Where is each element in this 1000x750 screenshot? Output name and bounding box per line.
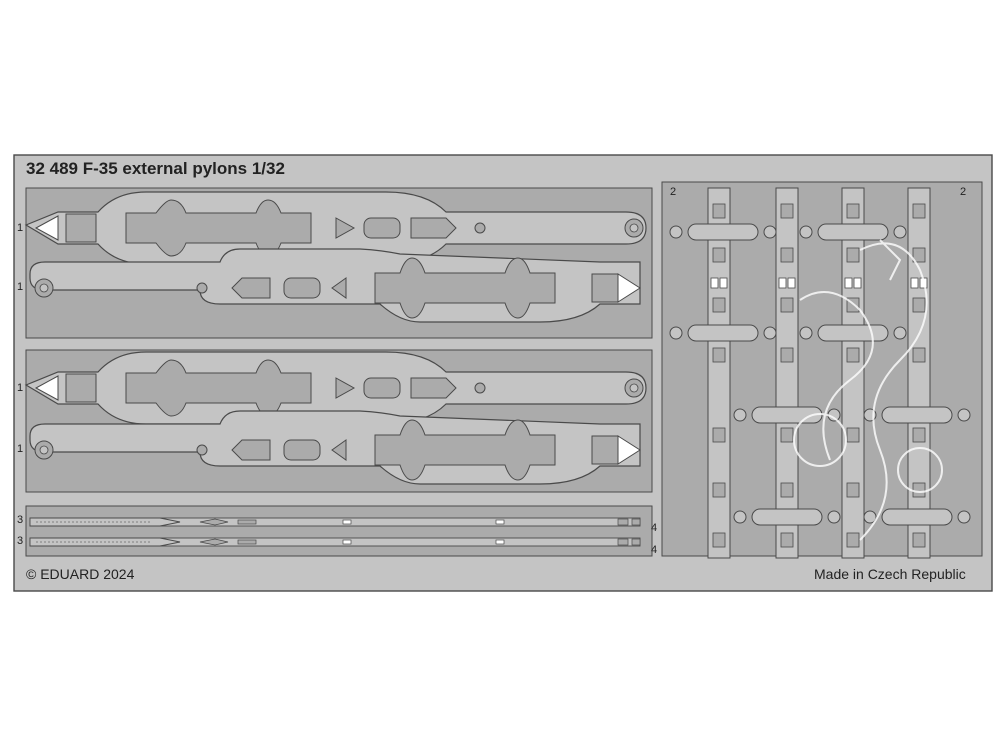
part-number-1: 1: [17, 443, 24, 455]
part-number-1: 1: [17, 382, 24, 394]
part-number-1: 1: [17, 222, 24, 234]
strut-part-2c: [841, 187, 865, 559]
strut-part-2a: [707, 187, 731, 559]
watermark-graphic: [793, 239, 943, 541]
rail-part-3-4-b: [29, 537, 641, 547]
sheet-title: 32 489 F-35 external pylons 1/32: [26, 159, 285, 178]
strut-part-2d: [907, 187, 931, 559]
strut-part-2b: [775, 187, 799, 559]
part-number-2: 2: [960, 186, 967, 198]
rail-bay: [25, 505, 653, 557]
part-number-1: 1: [17, 281, 24, 293]
copyright-text: © EDUARD 2024: [26, 566, 135, 582]
part-number-3: 3: [17, 535, 24, 547]
origin-text: Made in Czech Republic: [814, 566, 966, 582]
part-number-4: 4: [651, 522, 658, 534]
rail-part-3-4-a: [29, 517, 641, 527]
part-number-3: 3: [17, 514, 24, 526]
part-number-4: 4: [651, 544, 658, 556]
part-number-2: 2: [670, 186, 677, 198]
